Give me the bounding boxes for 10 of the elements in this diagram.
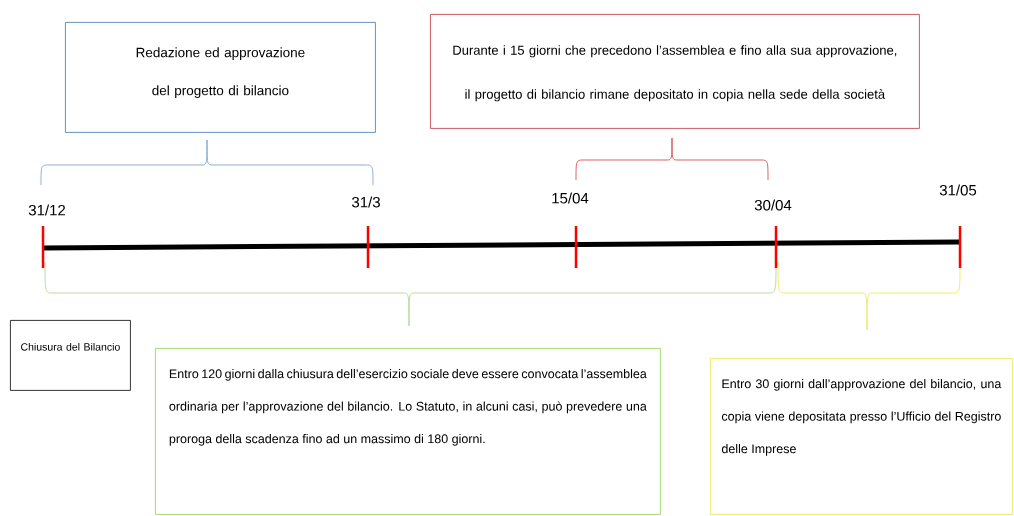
date-label: 15/04 <box>552 192 589 204</box>
date-label: 31/3 <box>352 196 380 208</box>
text-box: Entro 120 giorni dalla chiusura dell’esercizio sociale deve essere convocata l’assemblea ordinaria per l’approvazione del bilancio. Lo Statuto, in alcuni casi, può prevedere una proroga della scadenza fino ad un massimo di 180 giorni. <box>155 348 661 515</box>
text-box: Chiusura del Bilancio <box>10 320 131 391</box>
date-label: 31/12 <box>28 204 66 216</box>
date-label: 30/04 <box>754 199 792 211</box>
date-label: 31/05 <box>939 184 977 196</box>
text-box: Redazione ed approvazione del progetto di bilancio <box>65 22 376 133</box>
text-box: Durante i 15 giorni che precedono l’assemblea e fino alla sua approvazione, il progetto di bilancio rimane depositato in copia nella sede della società <box>430 14 920 129</box>
text-box: Entro 30 giorni dall’approvazione del bilancio, una copia viene depositata presso l’Ufficio del Registro delle Imprese <box>710 358 1013 515</box>
